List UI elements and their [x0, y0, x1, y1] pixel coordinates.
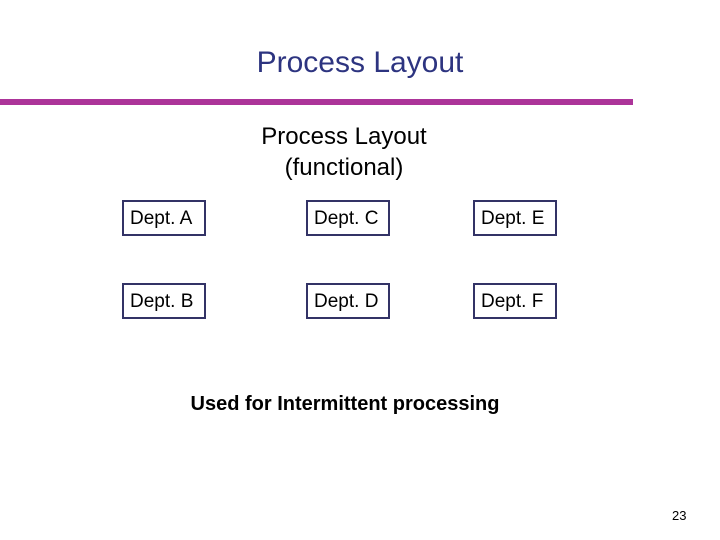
dept-box-a: Dept. A	[122, 200, 206, 236]
dept-box-b: Dept. B	[122, 283, 206, 319]
dept-box-c: Dept. C	[306, 200, 390, 236]
subtitle-line-1: Process Layout	[261, 123, 427, 150]
title-divider-rule	[0, 99, 633, 105]
subtitle-block: Process Layout (functional)	[0, 121, 688, 183]
dept-box-c-label: Dept. C	[314, 208, 379, 229]
dept-box-d-label: Dept. D	[314, 291, 379, 312]
dept-box-f-label: Dept. F	[481, 291, 544, 312]
dept-box-d: Dept. D	[306, 283, 390, 319]
subtitle-line-2: (functional)	[284, 154, 404, 181]
page-title: Process Layout	[256, 46, 464, 79]
dept-box-e: Dept. E	[473, 200, 557, 236]
dept-box-a-label: Dept. A	[130, 208, 193, 229]
dept-box-e-label: Dept. E	[481, 208, 545, 229]
page-number: 23	[672, 508, 687, 523]
slide-caption: Used for Intermittent processing	[190, 393, 500, 415]
dept-box-b-label: Dept. B	[130, 291, 194, 312]
dept-box-f: Dept. F	[473, 283, 557, 319]
